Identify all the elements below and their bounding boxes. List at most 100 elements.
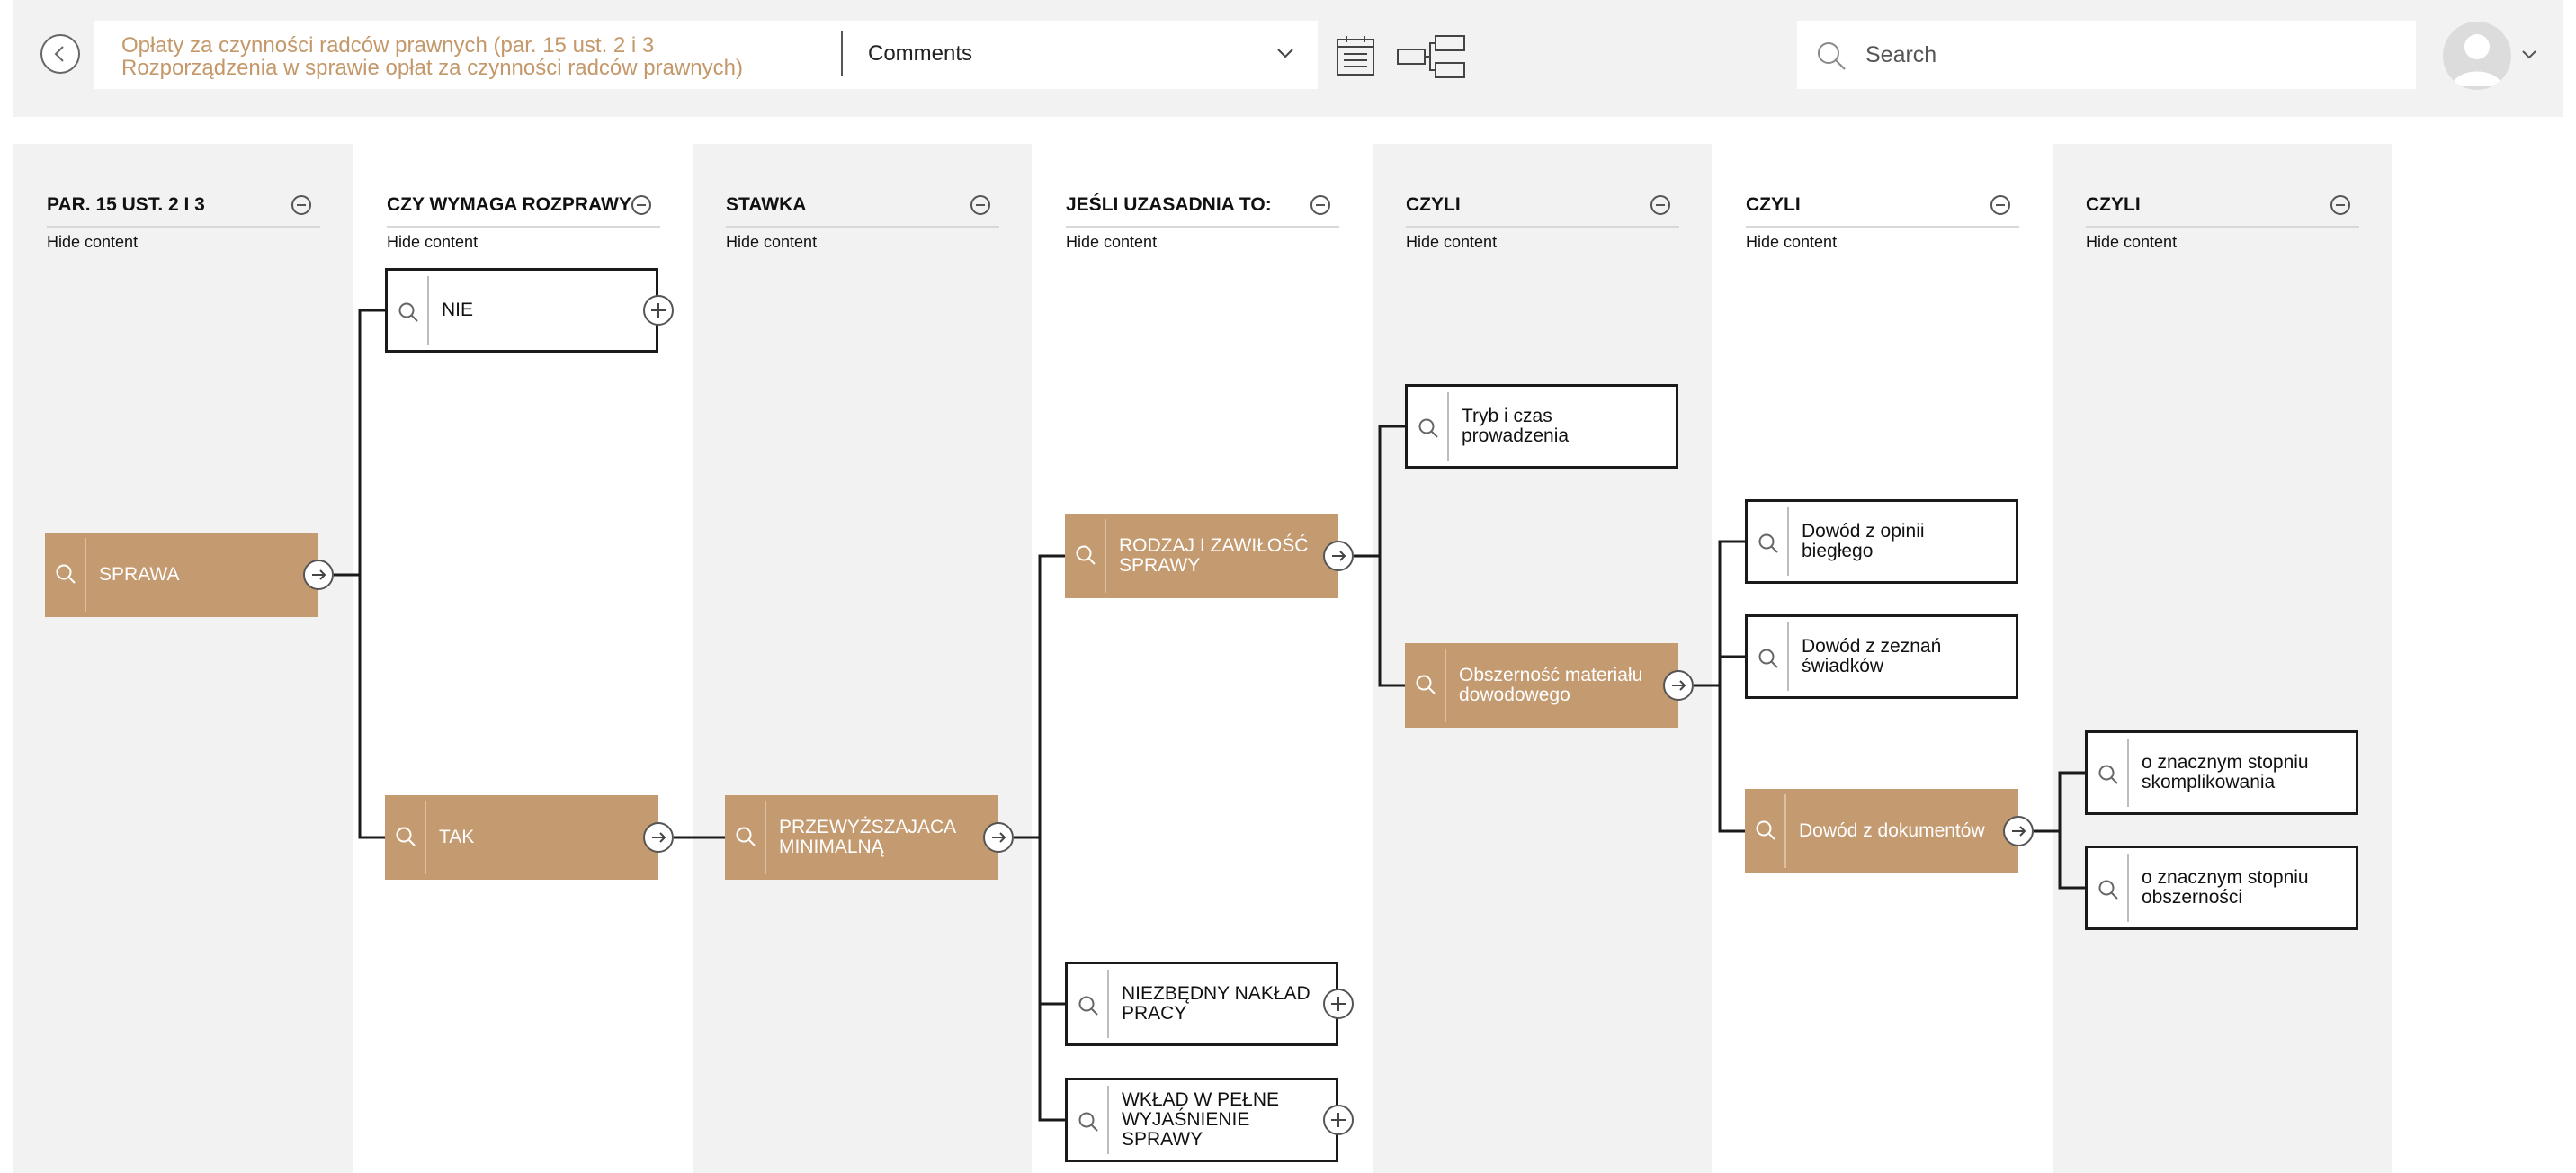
- node-sprawa-expand-arrow-button[interactable]: [303, 560, 334, 590]
- node-skomplikowanie[interactable]: o znacznym stopniu skomplikowania: [2085, 730, 2358, 815]
- node-tak-expand-arrow-button[interactable]: [643, 822, 674, 853]
- node-divider: [2127, 739, 2129, 807]
- connector-przewyzszajaca-rodzaj: [1014, 554, 1065, 839]
- column-2-hide-content-link[interactable]: Hide content: [387, 233, 479, 251]
- column-6-collapse-button[interactable]: [1990, 195, 2010, 215]
- search-icon: [1818, 42, 1846, 70]
- search-icon[interactable]: [1417, 416, 1440, 440]
- column-5-divider: [1406, 226, 1679, 228]
- node-divider: [1107, 970, 1109, 1038]
- column-7-collapse-button[interactable]: [2330, 195, 2350, 215]
- avatar[interactable]: [2443, 22, 2511, 90]
- title-divider: [841, 31, 843, 76]
- column-7-background: [2053, 144, 2392, 1173]
- column-4-title: JEŚLI UZASADNIA TO:: [1066, 194, 1272, 215]
- search-icon[interactable]: [1074, 543, 1097, 567]
- search-input[interactable]: [1864, 37, 2385, 73]
- search-icon[interactable]: [1757, 532, 1780, 555]
- column-1-background: [13, 144, 353, 1173]
- chevron-down-icon[interactable]: [1273, 40, 1298, 66]
- column-3-hide-content-link[interactable]: Hide content: [726, 233, 818, 251]
- diagram-title: Opłaty za czynności radców prawnych (par…: [121, 34, 859, 79]
- node-opinia[interactable]: Dowód z opinii biegłego: [1745, 499, 2018, 584]
- node-obszernosci[interactable]: o znacznym stopniu obszerności: [2085, 846, 2358, 930]
- search-icon[interactable]: [1077, 994, 1100, 1017]
- column-5-title: CZYLI: [1406, 194, 1461, 215]
- node-wklad-label: WKŁAD W PEŁNE WYJAŚNIENIE SPRAWY: [1122, 1089, 1280, 1150]
- connector-dokumenty-skomplikowanie: [2034, 771, 2085, 833]
- plus-icon: [651, 303, 666, 318]
- node-niezbedny[interactable]: NIEZBĘDNY NAKŁAD PRACY: [1065, 962, 1338, 1046]
- node-przewyzszajaca-expand-arrow-button[interactable]: [983, 822, 1014, 853]
- column-2-collapse-button[interactable]: [631, 195, 651, 215]
- node-przewyzszajaca[interactable]: PRZEWYŻSZAJACA MINIMALNĄ: [725, 795, 998, 880]
- arrow-right-icon: [2012, 826, 2026, 837]
- arrow-right-icon: [312, 569, 326, 580]
- node-rodzaj[interactable]: RODZAJ I ZAWIŁOŚĆ SPRAWY: [1065, 514, 1338, 598]
- column-1-collapse-button[interactable]: [291, 195, 311, 215]
- node-niezbedny-add-button[interactable]: [1323, 989, 1354, 1019]
- node-obszernosc-expand-arrow-button[interactable]: [1663, 670, 1694, 701]
- back-button[interactable]: [40, 34, 80, 74]
- column-5-collapse-button[interactable]: [1650, 195, 1670, 215]
- node-nie[interactable]: NIE: [385, 268, 658, 353]
- node-wklad[interactable]: WKŁAD W PEŁNE WYJAŚNIENIE SPRAWY: [1065, 1078, 1338, 1162]
- search-icon[interactable]: [394, 825, 417, 848]
- column-4-divider: [1066, 226, 1339, 228]
- column-4-collapse-button[interactable]: [1310, 195, 1330, 215]
- search-icon[interactable]: [1754, 819, 1777, 842]
- column-1-hide-content-link[interactable]: Hide content: [47, 233, 139, 251]
- view-select-value[interactable]: Comments: [868, 41, 973, 66]
- node-dokumenty-label: Dowód z dokumentów: [1799, 820, 1985, 841]
- search-icon[interactable]: [54, 562, 77, 586]
- search-icon[interactable]: [1757, 647, 1780, 670]
- node-skomplikowanie-label: o znacznym stopniu skomplikowania: [2142, 752, 2309, 792]
- search-box[interactable]: [1797, 21, 2416, 89]
- tree-view-icon[interactable]: [1396, 34, 1466, 79]
- search-icon[interactable]: [1414, 673, 1437, 696]
- node-wklad-add-button[interactable]: [1323, 1105, 1354, 1135]
- column-6-hide-content-link[interactable]: Hide content: [1746, 233, 1838, 251]
- node-obszernosc-label: Obszerność materiału dowodowego: [1459, 665, 1643, 705]
- column-7-divider: [2086, 226, 2359, 228]
- node-tryb-label: Tryb i czas prowadzenia: [1462, 406, 1570, 446]
- column-5-hide-content-link[interactable]: Hide content: [1406, 233, 1498, 251]
- node-rodzaj-expand-arrow-button[interactable]: [1323, 541, 1354, 571]
- node-opinia-label: Dowód z opinii biegłego: [1802, 521, 1925, 561]
- chevron-down-icon[interactable]: [2518, 43, 2540, 65]
- node-dokumenty[interactable]: Dowód z dokumentów: [1745, 789, 2018, 873]
- node-tak[interactable]: TAK: [385, 795, 658, 880]
- node-divider: [1445, 649, 1446, 722]
- node-divider: [1784, 794, 1786, 868]
- search-icon[interactable]: [2097, 763, 2120, 786]
- node-tryb[interactable]: Tryb i czas prowadzenia: [1405, 384, 1678, 469]
- node-nie-add-button[interactable]: [643, 295, 674, 326]
- calendar-icon[interactable]: [1335, 34, 1376, 77]
- search-icon[interactable]: [734, 825, 757, 848]
- search-icon[interactable]: [397, 300, 420, 324]
- node-divider: [1787, 507, 1789, 576]
- column-4-hide-content-link[interactable]: Hide content: [1066, 233, 1158, 251]
- node-divider: [1107, 1086, 1109, 1154]
- node-divider: [85, 538, 86, 612]
- node-divider: [1105, 519, 1106, 593]
- node-sprawa[interactable]: SPRAWA: [45, 533, 318, 617]
- connector-dokumenty-obszernosci: [2034, 829, 2085, 890]
- node-niezbedny-label: NIEZBĘDNY NAKŁAD PRACY: [1122, 983, 1310, 1024]
- title-select[interactable]: Opłaty za czynności radców prawnych (par…: [94, 21, 1318, 89]
- node-dokumenty-expand-arrow-button[interactable]: [2003, 816, 2034, 846]
- node-zeznania-label: Dowód z zeznań świadków: [1802, 636, 1942, 676]
- node-obszernosc[interactable]: Obszerność materiału dowodowego: [1405, 643, 1678, 728]
- connector-sprawa-tak: [334, 573, 385, 839]
- column-7-hide-content-link[interactable]: Hide content: [2086, 233, 2178, 251]
- node-zeznania[interactable]: Dowód z zeznań świadków: [1745, 614, 2018, 699]
- column-2-divider: [387, 226, 660, 228]
- diagram-title-line-2: Rozporządzenia w sprawie opłat za czynno…: [121, 56, 743, 80]
- node-sprawa-label: SPRAWA: [99, 564, 180, 585]
- search-icon[interactable]: [1077, 1110, 1100, 1133]
- search-icon[interactable]: [2097, 878, 2120, 901]
- column-7-title: CZYLI: [2086, 194, 2141, 215]
- connector-sprawa-nie: [334, 309, 385, 577]
- column-3-collapse-button[interactable]: [970, 195, 990, 215]
